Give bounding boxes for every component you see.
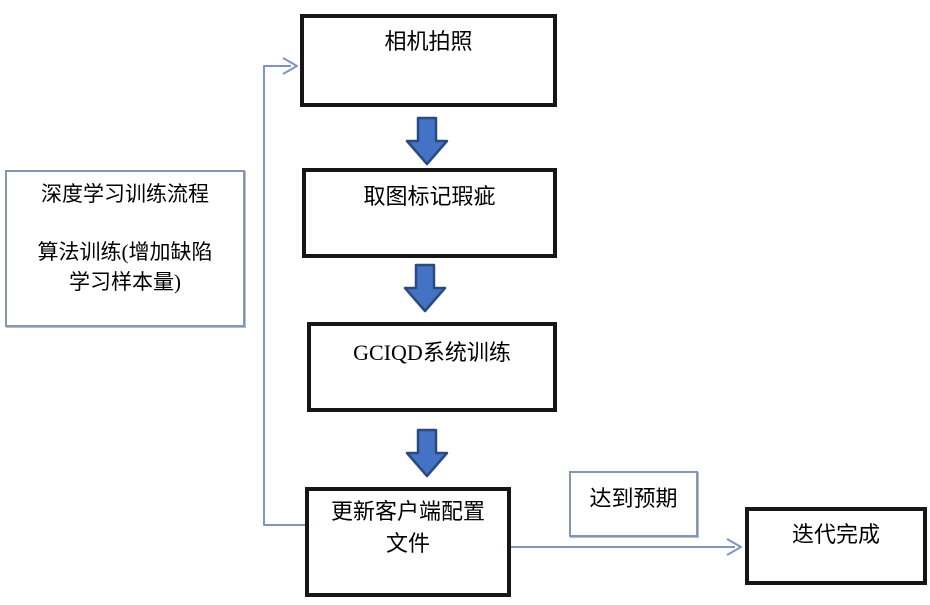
down-arrow-icon-1 bbox=[405, 116, 449, 166]
step-camera-label: 相机拍照 bbox=[384, 29, 473, 54]
note-title: 深度学习训练流程 bbox=[41, 182, 209, 206]
note-body: 算法训练(增加缺陷 学习样本量) bbox=[37, 240, 213, 294]
iteration-complete-label: 迭代完成 bbox=[791, 522, 880, 547]
step-gciqd-training-label: GCIQD系统训练 bbox=[353, 340, 511, 365]
feedback-arrowhead-icon bbox=[282, 57, 298, 75]
iteration-complete-box: 迭代完成 bbox=[745, 507, 927, 585]
step-mark-defects-label: 取图标记瑕疵 bbox=[363, 184, 496, 209]
step-camera-box: 相机拍照 bbox=[300, 14, 557, 107]
step-update-config-box: 更新客户端配置 文件 bbox=[305, 487, 511, 597]
step-gciqd-training-box: GCIQD系统训练 bbox=[307, 322, 557, 412]
step-mark-defects-box: 取图标记瑕疵 bbox=[302, 168, 557, 258]
condition-label: 达到预期 bbox=[589, 486, 678, 511]
condition-label-box: 达到预期 bbox=[569, 471, 698, 537]
feedback-connector-line bbox=[263, 65, 307, 526]
step-update-config-label: 更新客户端配置 文件 bbox=[330, 499, 485, 556]
down-arrow-icon-3 bbox=[405, 428, 449, 478]
down-arrow-icon-2 bbox=[403, 263, 447, 313]
note-box: 深度学习训练流程 算法训练(增加缺陷 学习样本量) bbox=[5, 170, 245, 327]
result-arrowhead-icon bbox=[726, 538, 742, 556]
